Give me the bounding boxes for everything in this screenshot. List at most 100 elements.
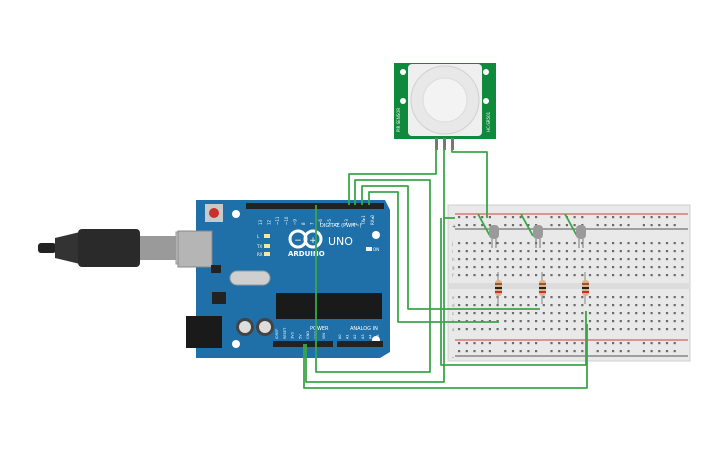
wire-pir-vcc[interactable] [451, 149, 488, 218]
breadboard-hole[interactable] [635, 266, 638, 269]
breadboard-hole[interactable] [612, 304, 615, 307]
breadboard-hole[interactable] [496, 328, 499, 331]
breadboard-hole[interactable] [642, 274, 645, 277]
breadboard-hole[interactable] [604, 312, 607, 315]
breadboard-hole[interactable] [665, 328, 669, 331]
breadboard-hole[interactable] [550, 258, 553, 261]
breadboard-hole[interactable] [458, 328, 461, 331]
breadboard-hole[interactable] [627, 242, 630, 245]
breadboard-hole[interactable] [473, 224, 476, 227]
breadboard-hole[interactable] [573, 250, 576, 253]
breadboard-hole[interactable] [550, 312, 553, 315]
breadboard-hole[interactable] [673, 350, 676, 353]
breadboard-hole[interactable] [612, 350, 615, 353]
breadboard-hole[interactable] [573, 342, 576, 345]
breadboard-hole[interactable] [527, 250, 530, 253]
breadboard-hole[interactable] [511, 266, 515, 269]
breadboard-hole[interactable] [612, 224, 615, 227]
breadboard-hole[interactable] [673, 328, 676, 331]
breadboard-hole[interactable] [511, 350, 515, 353]
breadboard-hole[interactable] [673, 312, 676, 315]
breadboard-hole[interactable] [481, 304, 484, 307]
breadboard-hole[interactable] [473, 242, 476, 245]
breadboard-hole[interactable] [665, 304, 669, 307]
breadboard-hole[interactable] [558, 312, 561, 315]
breadboard-hole[interactable] [527, 350, 530, 353]
breadboard-hole[interactable] [612, 296, 615, 299]
breadboard-hole[interactable] [650, 320, 653, 323]
breadboard-hole[interactable] [604, 250, 607, 253]
breadboard-hole[interactable] [588, 312, 592, 315]
breadboard-hole[interactable] [596, 266, 599, 269]
breadboard-hole[interactable] [619, 216, 622, 219]
breadboard-hole[interactable] [519, 296, 522, 299]
breadboard-hole[interactable] [627, 320, 630, 323]
breadboard-hole[interactable] [612, 266, 615, 269]
breadboard-hole[interactable] [650, 216, 653, 219]
breadboard-hole[interactable] [635, 312, 638, 315]
breadboard-hole[interactable] [511, 216, 515, 219]
breadboard-hole[interactable] [581, 304, 584, 307]
usb-cable[interactable] [38, 229, 203, 267]
breadboard-hole[interactable] [588, 250, 592, 253]
breadboard-hole[interactable] [542, 242, 545, 245]
breadboard-hole[interactable] [481, 312, 484, 315]
breadboard-hole[interactable] [465, 350, 468, 353]
breadboard-hole[interactable] [581, 320, 584, 323]
breadboard-hole[interactable] [473, 258, 476, 261]
breadboard-hole[interactable] [596, 216, 599, 219]
breadboard-hole[interactable] [535, 266, 538, 269]
breadboard-hole[interactable] [527, 312, 530, 315]
breadboard-hole[interactable] [519, 320, 522, 323]
led-1[interactable] [489, 225, 499, 248]
breadboard-hole[interactable] [504, 242, 507, 245]
breadboard-hole[interactable] [488, 258, 491, 261]
breadboard-hole[interactable] [612, 320, 615, 323]
breadboard-hole[interactable] [527, 266, 530, 269]
breadboard-hole[interactable] [535, 350, 538, 353]
breadboard-hole[interactable] [535, 216, 538, 219]
breadboard-hole[interactable] [511, 312, 515, 315]
breadboard-hole[interactable] [635, 296, 638, 299]
breadboard-hole[interactable] [565, 224, 568, 227]
breadboard-hole[interactable] [612, 328, 615, 331]
breadboard-hole[interactable] [619, 312, 622, 315]
breadboard-hole[interactable] [458, 350, 461, 353]
breadboard-hole[interactable] [565, 312, 568, 315]
breadboard-hole[interactable] [658, 304, 661, 307]
breadboard-hole[interactable] [550, 296, 553, 299]
breadboard-hole[interactable] [558, 216, 561, 219]
breadboard-hole[interactable] [481, 342, 484, 345]
breadboard-hole[interactable] [565, 242, 568, 245]
breadboard-hole[interactable] [619, 328, 622, 331]
led-2[interactable] [533, 225, 543, 248]
breadboard-hole[interactable] [519, 274, 522, 277]
breadboard-hole[interactable] [627, 328, 630, 331]
resistors[interactable] [495, 272, 589, 304]
breadboard-hole[interactable] [665, 312, 669, 315]
breadboard-hole[interactable] [504, 250, 507, 253]
breadboard-hole[interactable] [458, 250, 461, 253]
breadboard-hole[interactable] [619, 304, 622, 307]
breadboard-hole[interactable] [458, 242, 461, 245]
breadboard-hole[interactable] [465, 216, 468, 219]
breadboard-hole[interactable] [504, 258, 507, 261]
resistor-1[interactable] [495, 272, 502, 304]
breadboard-hole[interactable] [658, 320, 661, 323]
breadboard-hole[interactable] [558, 320, 561, 323]
breadboard-hole[interactable] [519, 216, 522, 219]
breadboard-hole[interactable] [642, 328, 645, 331]
breadboard-hole[interactable] [596, 258, 599, 261]
breadboard-hole[interactable] [473, 216, 476, 219]
pir-pin-vcc[interactable] [451, 138, 454, 150]
wire-digital-c[interactable] [368, 191, 499, 323]
breadboard-hole[interactable] [465, 328, 468, 331]
resistor-2[interactable] [539, 272, 546, 304]
breadboard-hole[interactable] [511, 242, 515, 245]
breadboard-hole[interactable] [581, 328, 584, 331]
breadboard-hole[interactable] [635, 250, 638, 253]
breadboard-hole[interactable] [673, 304, 676, 307]
breadboard-hole[interactable] [604, 328, 607, 331]
breadboard-hole[interactable] [519, 328, 522, 331]
breadboard-hole[interactable] [535, 296, 538, 299]
